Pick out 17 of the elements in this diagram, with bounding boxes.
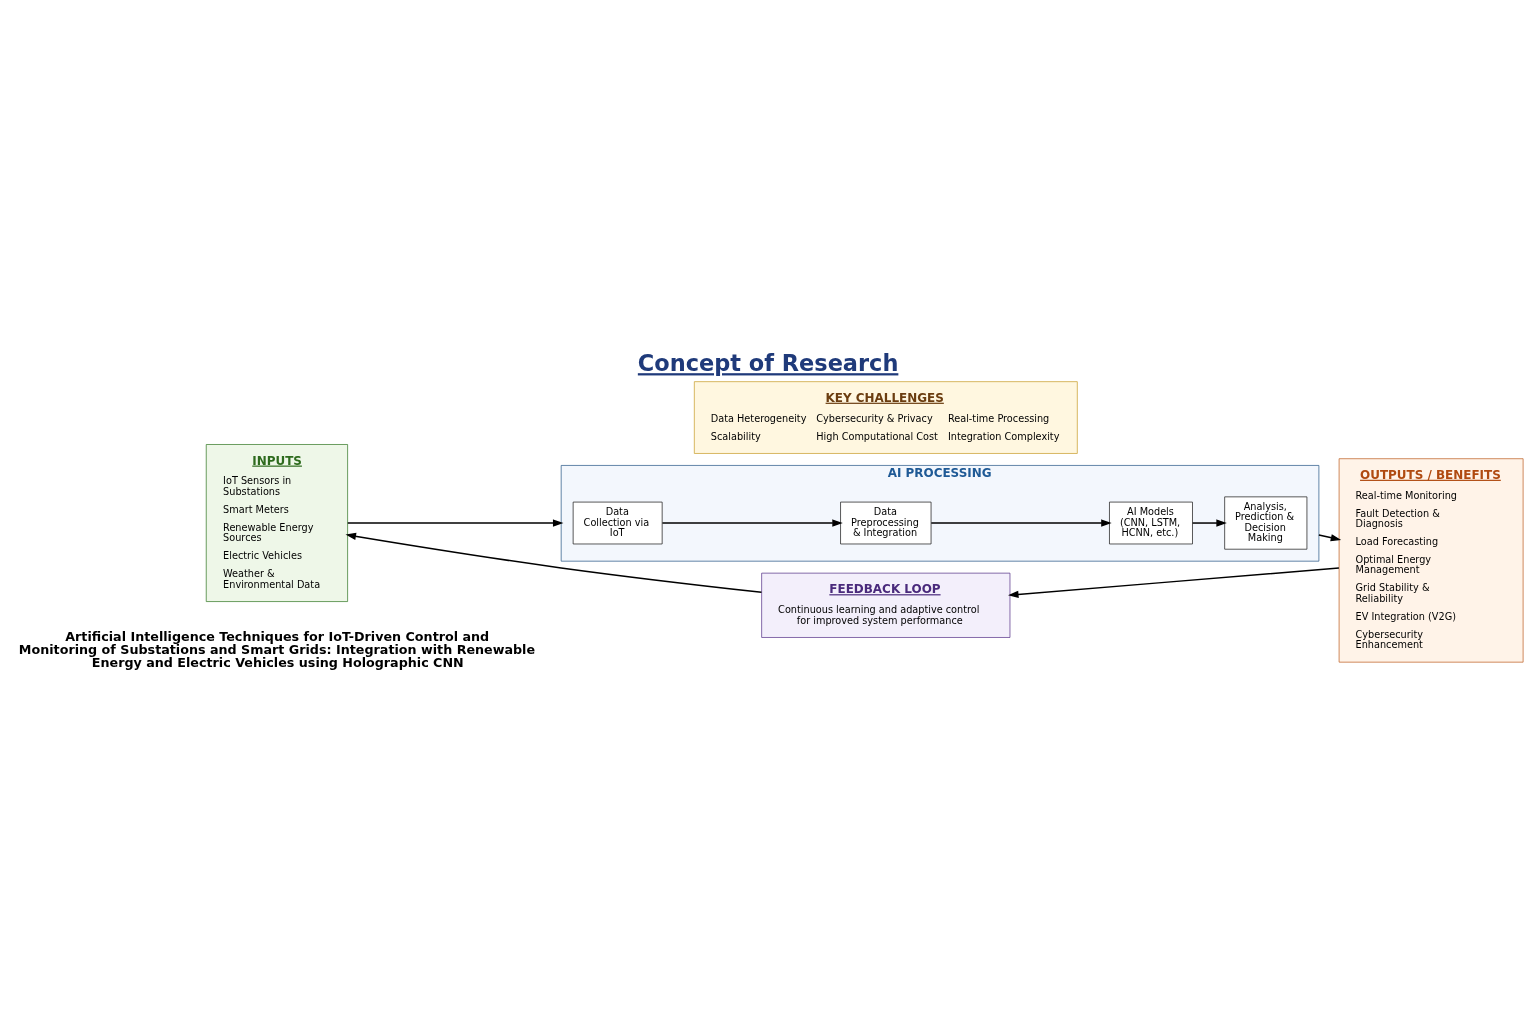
arrow (1191, 519, 1227, 527)
diagram-title: Concept of Research (637, 350, 899, 377)
node-box: OUTPUTS / BENEFITS Real-time Monitoring Fault Detection & Diagnosis Load Forecasting Optimal Energy Management Grid Stability & Reliability EV Integration (V2G) Cybersecurity Enhancement (1338, 458, 1524, 663)
arrow (345, 532, 763, 594)
node-box: KEY CHALLENGES Data Heterogeneity Cybersecurity & Privacy Real-time Processing Scalability High Computational Cost Integration Complexity (693, 381, 1078, 454)
arrow (1008, 567, 1340, 599)
node-box: Analysis, Prediction & Decision Making (1224, 496, 1308, 550)
label: Artificial Intelligence Techniques for IoT-Driven Control and Monitoring of Substations and Smart Grids: Integration with Renewable Energy and Electric Vehicles using Holographic CNN (18, 629, 536, 670)
node-box: FEEDBACK LOOP Continuous learning and adaptive control for improved system performance (761, 572, 1011, 638)
arrow (930, 519, 1112, 527)
arrow (661, 519, 843, 527)
node-box: Data Collection via IoT (572, 501, 663, 545)
arrow (1318, 534, 1342, 542)
node-box: AI Models (CNN, LSTM, HCNN, etc.) (1109, 501, 1193, 545)
node-box: Data Preprocessing & Integration (840, 501, 932, 545)
node-box: INPUTS IoT Sensors in Substations Smart Meters Renewable Energy Sources Electric Vehicles Weather & Environmental Data (205, 444, 348, 602)
arrow (347, 519, 564, 527)
